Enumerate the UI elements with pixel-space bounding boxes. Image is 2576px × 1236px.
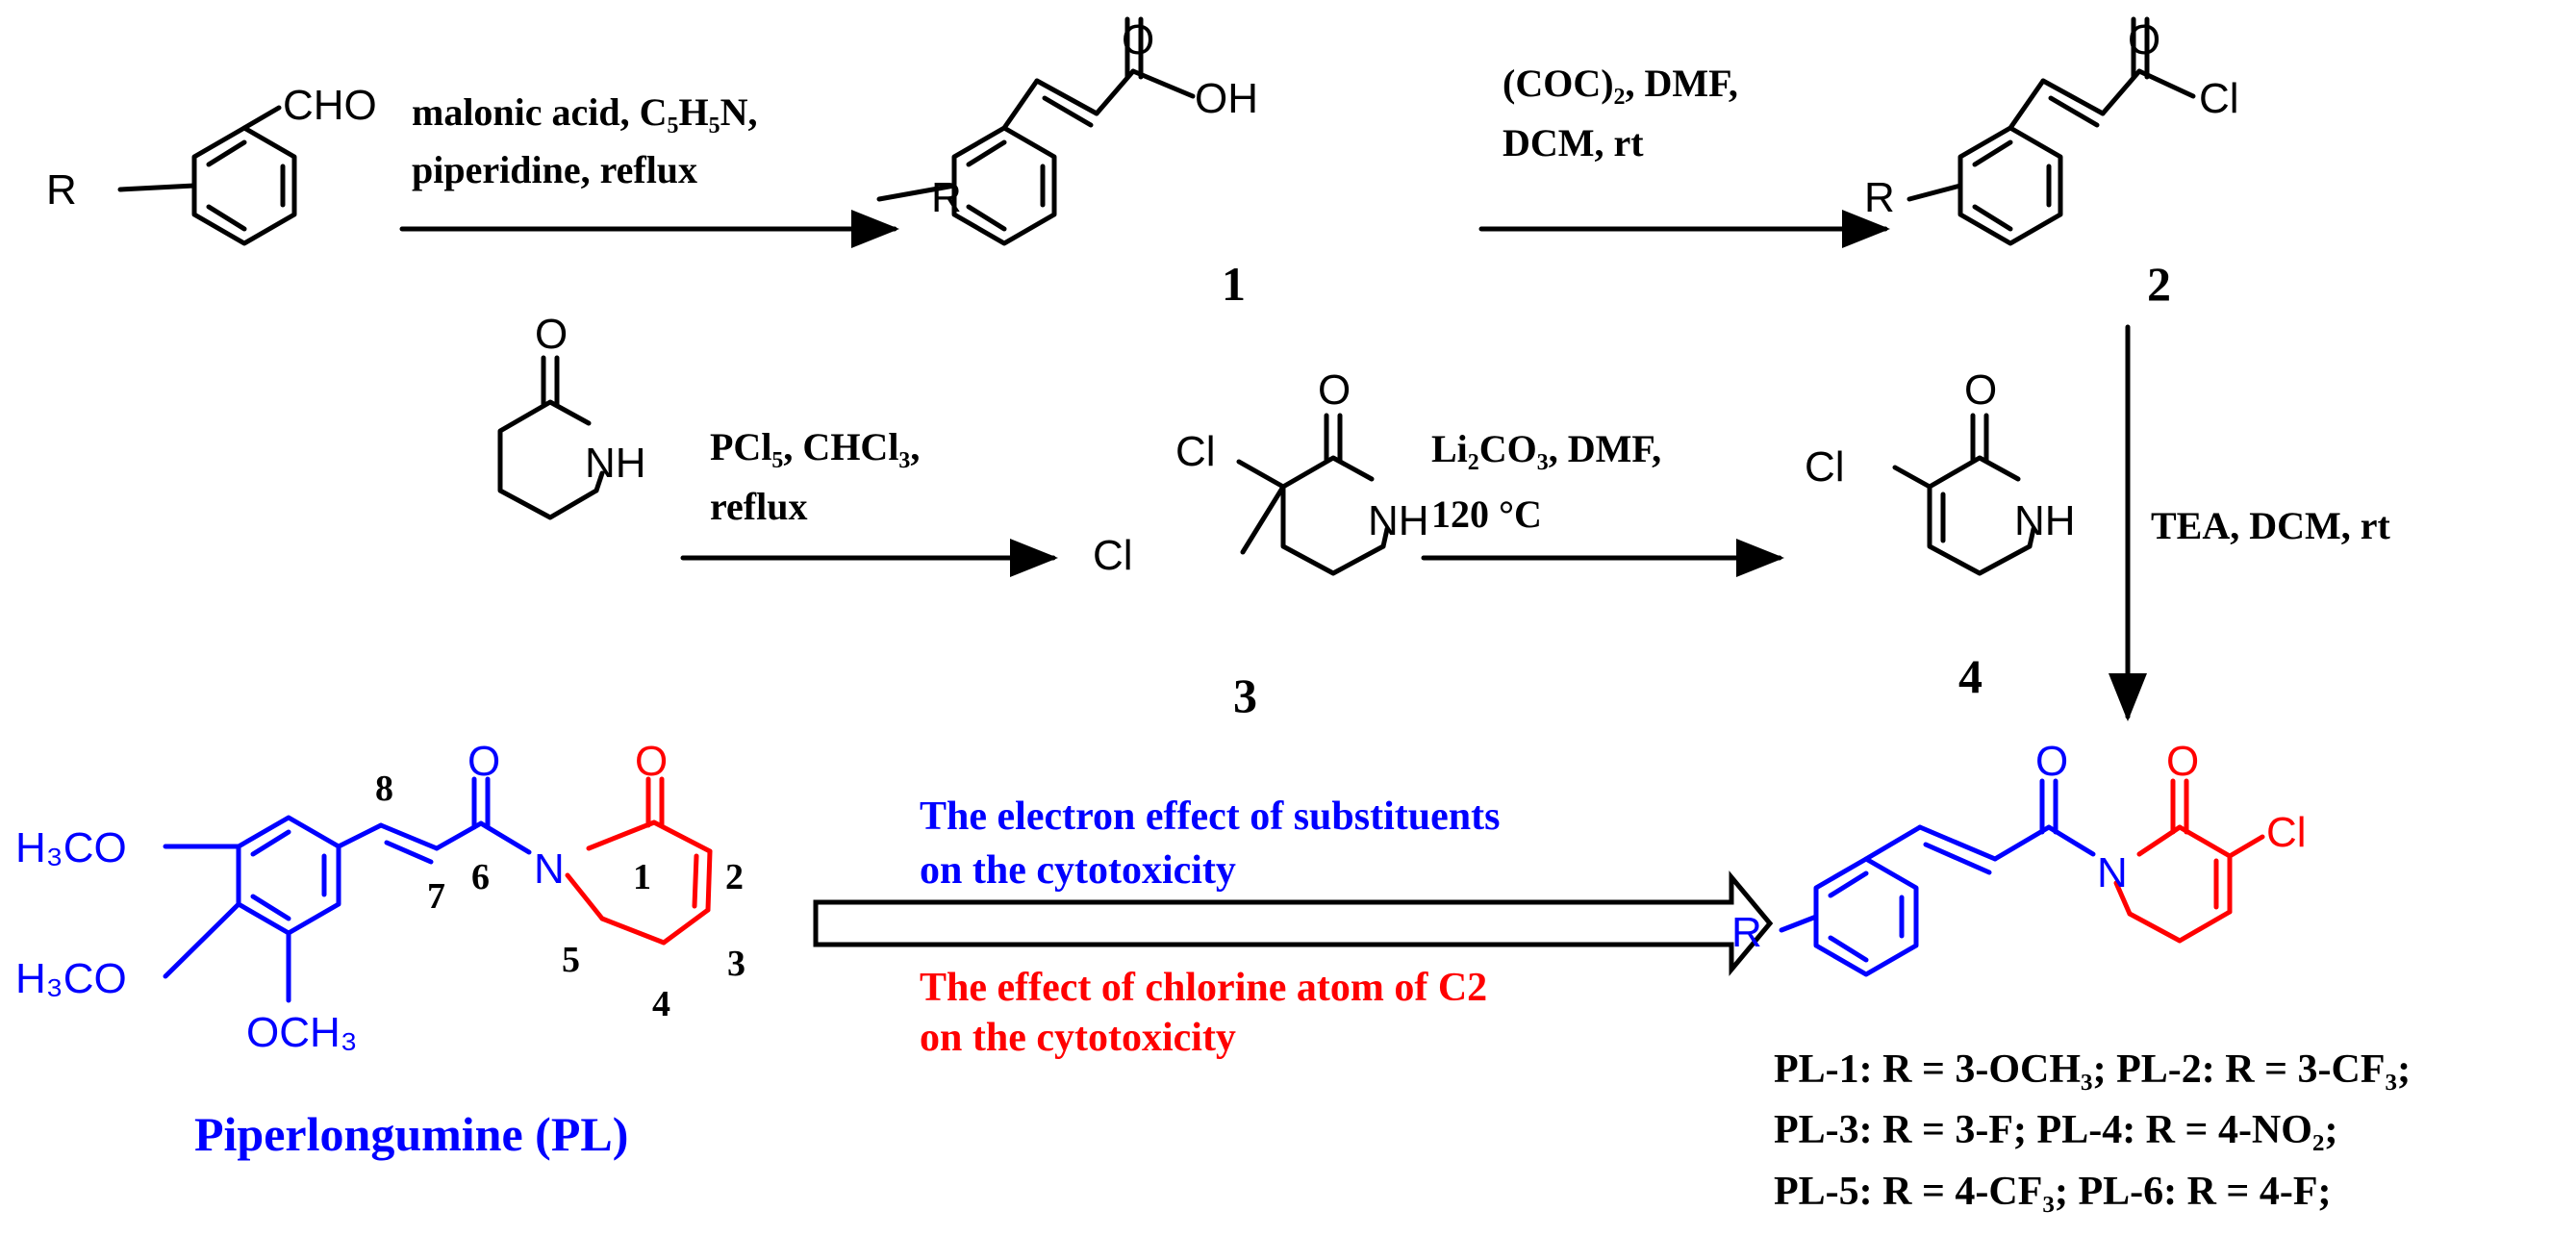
compound-4-number: 4 [1958, 649, 1983, 703]
piperidinone-nh: NH [585, 440, 646, 487]
step3-reagent-line2: reflux [710, 485, 807, 528]
product-lactam-o: O [2166, 738, 2199, 785]
pl-locant-8: 8 [375, 769, 393, 809]
compound-2-number: 2 [2147, 257, 2171, 311]
benzaldehyde-r-label: R [46, 166, 77, 214]
pl-n: N [534, 845, 565, 893]
product-amide-o: O [2035, 738, 2068, 785]
step3-reagent-line1: PCl₅, CHCl₃, [710, 425, 920, 468]
product-list-line1: PL-1: R = 3-OCH₃; PL-2: R = 3-CF₃; [1774, 1047, 2411, 1092]
design-arrow [813, 870, 1774, 976]
dichloro-cl-upper: Cl [1175, 428, 1216, 475]
piperidinone-structure [497, 355, 605, 520]
pl-locant-5: 5 [562, 940, 580, 980]
chloride-cl-label: Cl [2199, 75, 2239, 122]
step2-reagent-line1: (COC)₂, DMF, [1503, 62, 1738, 105]
dichloropiperidinone-structure [1236, 413, 1390, 576]
chloropyridone-o: O [1964, 366, 1997, 414]
electron-effect-line2: on the cytotoxicity [920, 848, 1236, 893]
acid-oh-label: OH [1195, 75, 1258, 122]
product-r-label: R [1731, 909, 1762, 956]
pl-locant-1: 1 [633, 857, 651, 897]
chlorine-effect-line2: on the cytotoxicity [920, 1016, 1236, 1060]
pl-locant-4: 4 [652, 984, 670, 1024]
pl-locant-2: 2 [725, 857, 744, 897]
chloropyridone-cl: Cl [1805, 443, 1845, 491]
piperlongumine-name: Piperlongumine (PL) [194, 1107, 628, 1161]
benzaldehyde-structure [117, 105, 297, 246]
electron-effect-line1: The electron effect of substituents [920, 795, 1500, 839]
cho-label: CHO [283, 82, 377, 129]
dichloro-nh: NH [1368, 497, 1429, 544]
product-list-line2: PL-3: R = 3-F; PL-4: R = 4-NO₂; [1774, 1108, 2338, 1152]
chlorodihydropyridone-structure [1892, 413, 2036, 576]
step5-reagent: TEA, DCM, rt [2151, 504, 2391, 547]
pl-h3co-upper: H₃CO [15, 824, 127, 871]
compound-3-number: 3 [1233, 668, 1257, 722]
pl-och3: OCH₃ [246, 1009, 358, 1056]
piperidinone-o: O [535, 311, 568, 358]
step1-reagent-line2: piperidine, reflux [412, 148, 697, 191]
dichloro-o: O [1318, 366, 1351, 414]
piperlongumine-structure [163, 776, 713, 1003]
product-structure [1779, 778, 2265, 977]
product-n: N [2097, 849, 2128, 896]
reaction-arrows [399, 210, 2147, 721]
chloropyridone-nh: NH [2014, 497, 2076, 544]
step4-reagent-line2: 120 °C [1431, 492, 1542, 536]
pl-lactam-o: O [635, 738, 668, 785]
step4-reagent-line1: Li₂CO₃, DMF, [1431, 427, 1661, 470]
cinnamic-acid-structure [876, 16, 1196, 246]
step1-reagent-line1: malonic acid, C₅H₅N, [412, 90, 758, 134]
step2-reagent-line2: DCM, rt [1503, 121, 1644, 164]
chloride-carbonyl-o: O [2128, 16, 2160, 63]
compound-1-number: 1 [1222, 257, 1246, 311]
product-list-line3: PL-5: R = 4-CF₃; PL-6: R = 4-F; [1774, 1170, 2332, 1214]
pl-amide-o: O [467, 738, 500, 785]
pl-locant-6: 6 [471, 857, 490, 897]
product-cl: Cl [2266, 809, 2307, 856]
chlorine-effect-line1: The effect of chlorine atom of C2 [920, 966, 1487, 1010]
chloride-r-label: R [1864, 174, 1895, 221]
pl-locant-7: 7 [427, 876, 445, 917]
acid-carbonyl-o: O [1122, 16, 1154, 63]
cinnamoyl-chloride-structure [1907, 16, 2196, 246]
dichloro-cl-lower: Cl [1093, 532, 1133, 579]
acid-r-label: R [931, 174, 962, 221]
pl-h3co-lower: H₃CO [15, 955, 127, 1002]
pl-locant-3: 3 [727, 944, 745, 984]
